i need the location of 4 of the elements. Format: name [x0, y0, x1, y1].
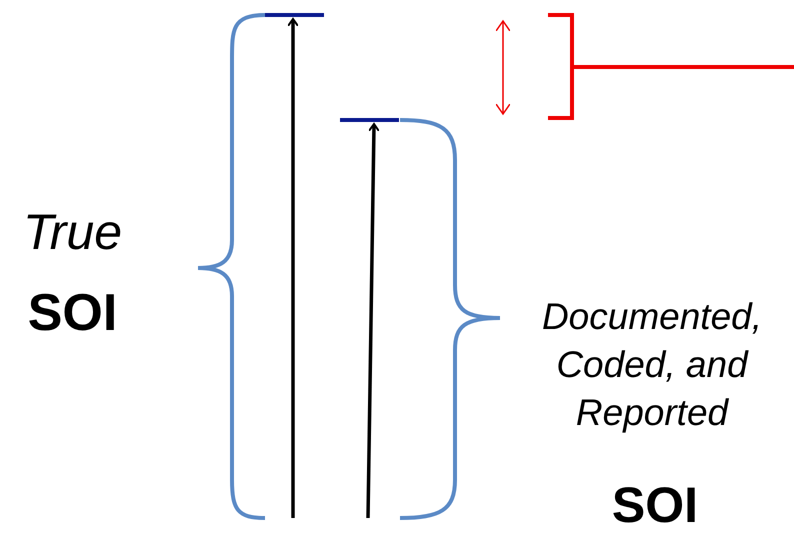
italic-label: True — [22, 205, 124, 260]
bold-label: SOI — [610, 478, 700, 533]
italic-label: Documented, Coded, and Reported — [540, 295, 764, 436]
bold-label: SOI — [26, 285, 118, 342]
